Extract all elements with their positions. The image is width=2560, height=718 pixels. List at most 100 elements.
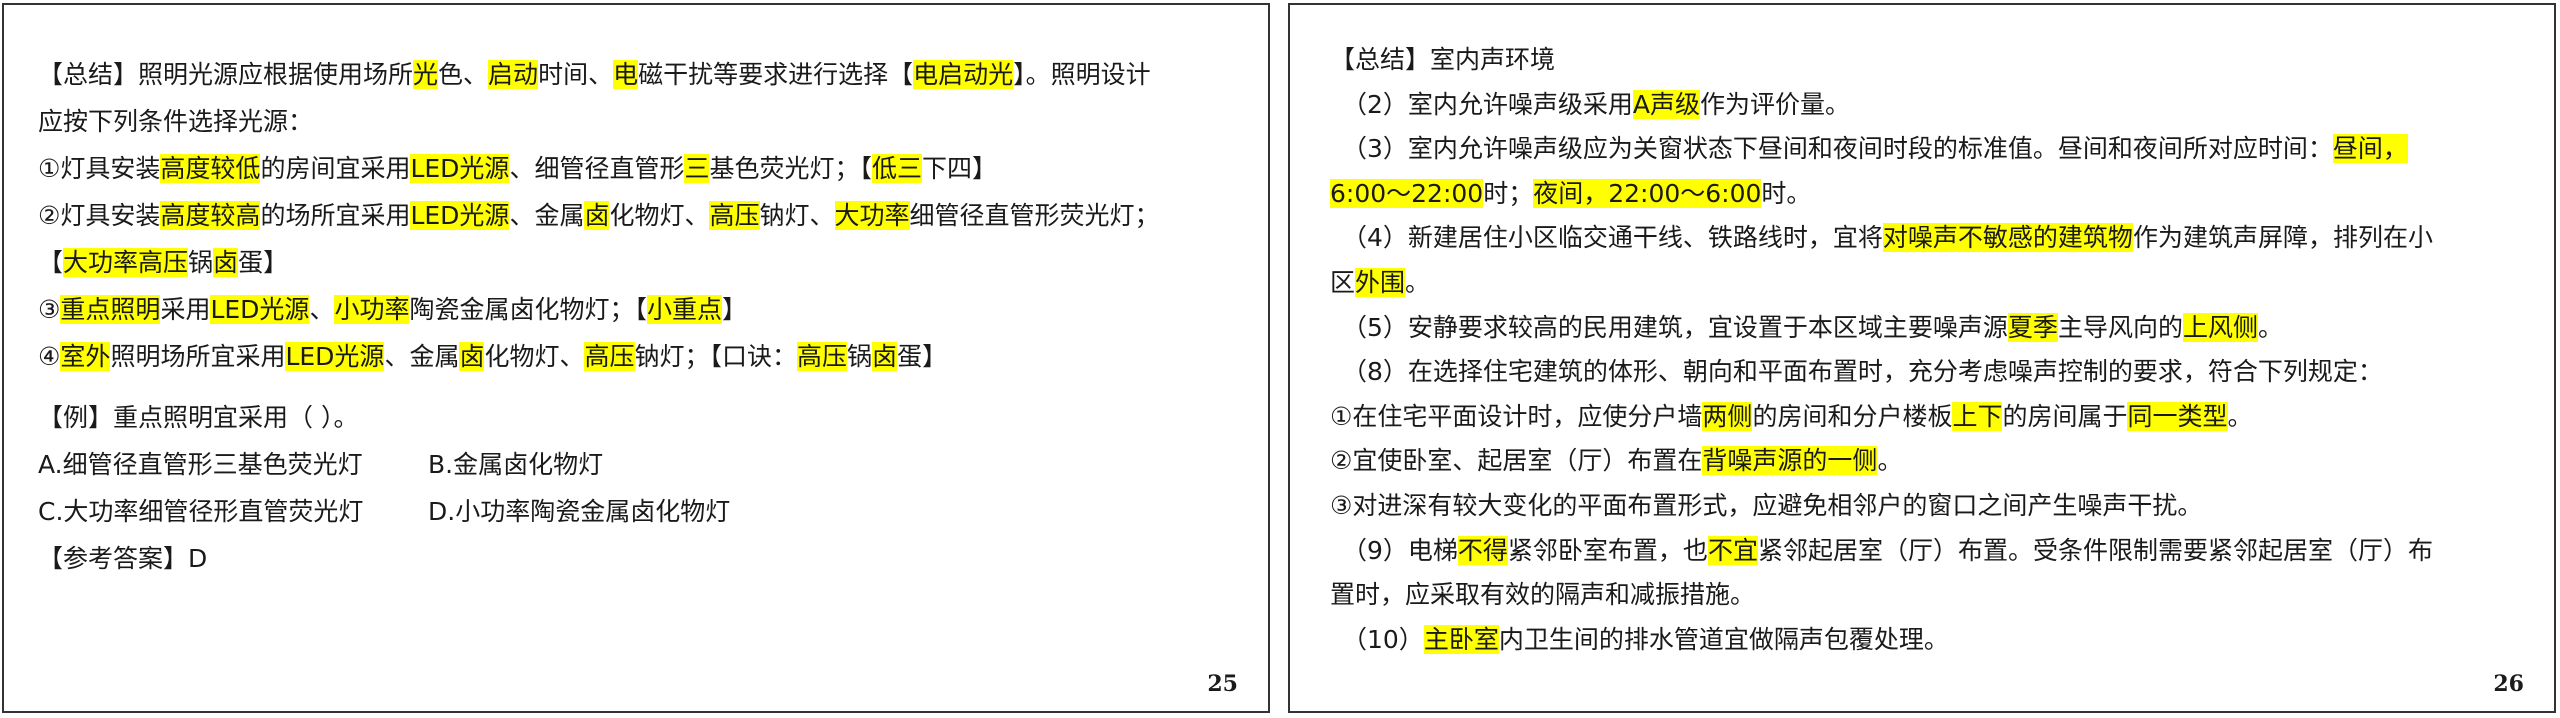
highlight: 高压 — [584, 342, 635, 371]
text-run: 作为建筑声屏障，排列在小 — [2132, 223, 2433, 253]
text-run: ③ — [38, 295, 61, 324]
highlight: LED光源 — [210, 295, 310, 324]
highlight: 高度较低 — [160, 154, 261, 183]
text-run: 】。照明设计 — [1013, 60, 1151, 89]
text-run: 】 — [722, 295, 748, 324]
spacer — [38, 380, 1234, 394]
highlight: LED光源 — [410, 201, 510, 230]
highlight: 同一类型 — [2127, 401, 2228, 431]
text-run: 采用 — [160, 295, 211, 324]
highlight: 启动 — [488, 60, 539, 89]
highlight: 夏季 — [2007, 312, 2058, 342]
text-run: 蛋】 — [897, 342, 948, 371]
option-a: A.细管径直管形三基色荧光灯 — [38, 450, 363, 479]
mnemonic: 【大功率高压锅卤蛋】 — [38, 239, 1234, 286]
highlight: 室外 — [60, 342, 111, 371]
text-run: 时间、 — [538, 60, 614, 89]
options-row: C.大功率细管径形直管荧光灯 D.小功率陶瓷金属卤化物灯 — [38, 488, 1234, 535]
text-run: 色、 — [438, 60, 489, 89]
sub-rule: ③对进深有较大变化的平面布置形式，应避免相邻户的窗口之间产生噪声干扰。 — [1330, 490, 2203, 520]
option-c: C.大功率细管径形直管荧光灯 — [38, 497, 364, 526]
option-b: B.金属卤化物灯 — [428, 450, 604, 479]
text-run: 的房间和分户楼板 — [1752, 401, 1953, 431]
highlight: 三 — [684, 154, 710, 183]
highlight: 低三 — [871, 154, 922, 183]
text-run: （9）电梯 — [1342, 535, 1458, 565]
slide-content: 【总结】照明光源应根据使用场所光色、启动时间、电磁干扰等要求进行选择【电启动光】… — [38, 51, 1234, 582]
sub-rule: ②宜使卧室、起居室（厅）布置在背噪声源的一侧。 — [1330, 439, 2520, 484]
rule-item-cont: 置时，应采取有效的隔声和减振措施。 — [1330, 580, 1756, 610]
text-run: （2）室内允许噪声级采用 — [1342, 89, 1633, 119]
text-run: ①灯具安装 — [38, 154, 161, 183]
text-run: 陶瓷金属卤化物灯；【 — [409, 295, 647, 324]
rule-item: （4）新建居住小区临交通干线、铁路线时，宜将对噪声不敏感的建筑物作为建筑声屏障，… — [1330, 216, 2520, 261]
sub-rule: ①在住宅平面设计时，应使分户墙两侧的房间和分户楼板上下的房间属于同一类型。 — [1330, 395, 2520, 440]
text-run: （10） — [1342, 624, 1424, 654]
text-run: 照明场所宜采用 — [110, 342, 286, 371]
text-run: 紧邻卧室布置，也 — [1507, 535, 1708, 565]
slide-page-25: 【总结】照明光源应根据使用场所光色、启动时间、电磁干扰等要求进行选择【电启动光】… — [2, 3, 1270, 713]
highlight: 6:00～22:00 — [1330, 178, 1484, 208]
text-run: 时。 — [1761, 178, 1812, 208]
highlight: 大功率高压 — [63, 248, 189, 277]
highlight: 夜间，22:00～6:00 — [1533, 178, 1762, 208]
slide-page-26: 【总结】室内声环境 （2）室内允许噪声级采用A声级作为评价量。 （3）室内允许噪… — [1288, 3, 2556, 713]
highlight: 光 — [413, 60, 439, 89]
text-run: 内卫生间的排水管道宜做隔声包覆处理。 — [1498, 624, 1949, 654]
text-run: 蛋】 — [238, 248, 289, 277]
highlight: 电启动光 — [913, 60, 1014, 89]
text-run: 锅 — [188, 248, 214, 277]
text-run: （4）新建居住小区临交通干线、铁路线时，宜将 — [1342, 223, 1883, 253]
text-run: 。 — [1877, 446, 1903, 476]
option-d: D.小功率陶瓷金属卤化物灯 — [428, 497, 731, 526]
text-run: 、 — [309, 295, 335, 324]
text-run: ①在住宅平面设计时，应使分户墙 — [1330, 401, 1703, 431]
text-run: 区 — [1330, 267, 1356, 297]
highlight: 小功率 — [334, 295, 410, 324]
section-title: 【总结】室内声环境 — [1330, 45, 1556, 74]
summary-paragraph: 【总结】照明光源应根据使用场所光色、启动时间、电磁干扰等要求进行选择【电启动光】… — [38, 51, 1234, 98]
highlight: 重点照明 — [60, 295, 161, 324]
page-number: 25 — [1207, 671, 1238, 697]
rule-item: （9）电梯不得紧邻卧室布置，也不宜紧邻起居室（厅）布置。受条件限制需要紧邻起居室… — [1330, 529, 2520, 574]
highlight: 上下 — [1952, 401, 2003, 431]
reference-answer: 【参考答案】D — [38, 544, 208, 573]
text-run: ②宜使卧室、起居室（厅）布置在 — [1330, 446, 1703, 476]
highlight: 不宜 — [1707, 535, 1758, 565]
text-run: 作为评价量。 — [1700, 89, 1851, 119]
rule-item: （8）在选择住宅建筑的体形、朝向和平面布置时，充分考虑噪声控制的要求，符合下列规… — [1342, 357, 2383, 387]
highlight: 高度较高 — [160, 201, 261, 230]
text-run: ②灯具安装 — [38, 201, 161, 230]
text-run: 、金属 — [509, 201, 585, 230]
highlight: 小重点 — [646, 295, 722, 324]
rule-item: （5）安静要求较高的民用建筑，宜设置于本区域主要噪声源夏季主导风向的上风侧。 — [1330, 306, 2520, 351]
highlight: 背噪声源的一侧 — [1702, 446, 1878, 476]
highlight: 两侧 — [1702, 401, 1753, 431]
text-run: 钠灯；【口诀： — [634, 342, 798, 371]
text-run: 主导风向的 — [2057, 312, 2183, 342]
text-run: 【总结】照明光源应根据使用场所 — [38, 60, 414, 89]
text-run: 的房间宜采用 — [260, 154, 411, 183]
slide-content: 【总结】室内声环境 （2）室内允许噪声级采用A声级作为评价量。 （3）室内允许噪… — [1330, 38, 2520, 662]
rule-item-cont: 6:00～22:00时；夜间，22:00～6:00时。 — [1330, 172, 2520, 217]
text-run: 。 — [1405, 267, 1431, 297]
text-run: 磁干扰等要求进行选择【 — [638, 60, 914, 89]
rule-item-cont: 区外围。 — [1330, 261, 2520, 306]
highlight: 外围 — [1355, 267, 1406, 297]
text-run: 。 — [2227, 401, 2253, 431]
text-run: 【 — [38, 248, 64, 277]
text-run: 的房间属于 — [2002, 401, 2128, 431]
text-run: 化物灯、 — [484, 342, 585, 371]
highlight: 卤 — [213, 248, 239, 277]
text-run: （3）室内允许噪声级应为关窗状态下昼间和夜间时段的标准值。昼间和夜间所对应时间： — [1342, 134, 2333, 164]
rule-item: （2）室内允许噪声级采用A声级作为评价量。 — [1330, 83, 2520, 128]
highlight: 不得 — [1457, 535, 1508, 565]
highlight: A声级 — [1632, 89, 1701, 119]
text-run: 细管径直管形荧光灯； — [909, 201, 1160, 230]
rule-item: （3）室内允许噪声级应为关窗状态下昼间和夜间时段的标准值。昼间和夜间所对应时间：… — [1330, 127, 2520, 172]
text-run: 、金属 — [384, 342, 460, 371]
highlight: 卤 — [872, 342, 898, 371]
highlight: 电 — [613, 60, 639, 89]
highlight: LED光源 — [410, 154, 510, 183]
options-row: A.细管径直管形三基色荧光灯 B.金属卤化物灯 — [38, 441, 1234, 488]
